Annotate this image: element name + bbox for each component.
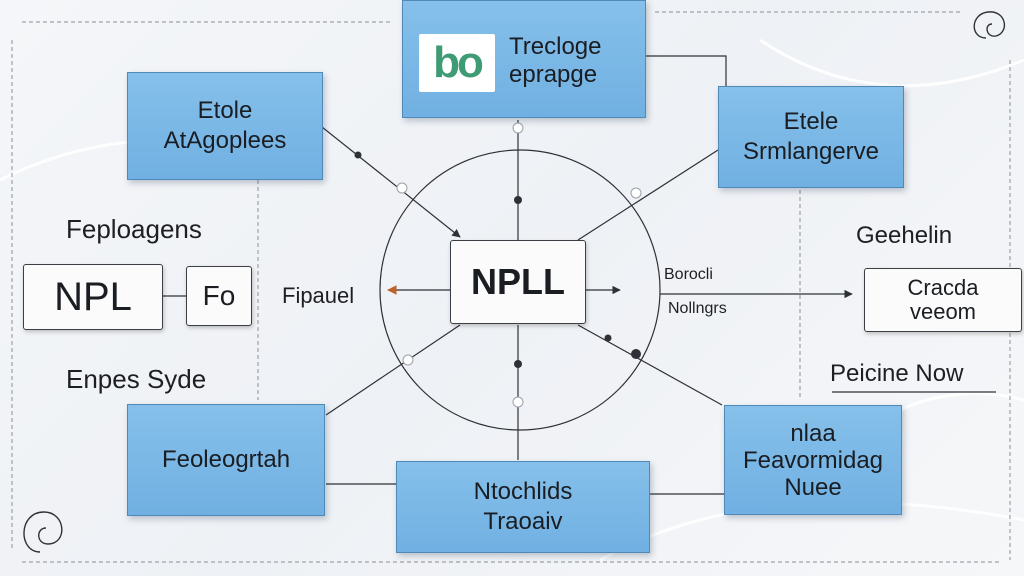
top-right-box-line-2: Srmlangerve — [742, 138, 880, 165]
top-right-box-line-1: Etele — [783, 108, 839, 135]
middle-right-label-bottom: Nollngrs — [668, 300, 727, 317]
bottom-left-box-line-1: Feoleogrtah — [161, 446, 291, 473]
top-left-box[interactable]: Etole AtAgoplees — [127, 72, 323, 180]
top-center-box-line-1: Trecloge — [509, 33, 602, 60]
middle-left-label: Fipauel — [282, 283, 355, 308]
bottom-center-box[interactable]: Ntochlids Traoaiv — [396, 461, 650, 553]
right-panel-heading: Geehelin — [856, 222, 953, 249]
brand-logo: bo — [419, 34, 495, 92]
right-panel-footer: Peicine Now — [830, 360, 964, 387]
swirl-top-right — [973, 11, 1006, 39]
center-node[interactable]: NPLL — [450, 240, 586, 324]
bottom-right-box-line-2: Feavormidag — [742, 446, 884, 474]
right-panel-box-line-1: Cracda — [907, 275, 979, 300]
top-left-box-line-2: AtAgoplees — [163, 127, 287, 154]
right-panel-box-line-2: veeom — [909, 299, 977, 324]
npl-box-label: NPL — [54, 274, 132, 319]
bottom-right-box[interactable]: nlaa Feavormidag Nuee — [724, 405, 902, 515]
bottom-left-box[interactable]: Feoleogrtah — [127, 404, 325, 516]
swirl-bottom-left — [23, 511, 63, 553]
hub-nodes — [354, 122, 642, 408]
right-panel-box[interactable]: Cracda veeom — [864, 268, 1022, 332]
fo-box-label: Fo — [202, 280, 236, 311]
top-center-box-line-2: eprapge — [509, 61, 598, 88]
top-left-box-line-1: Etole — [197, 97, 253, 124]
top-center-box-text: Trecloge eprapge — [509, 33, 601, 89]
bottom-right-box-line-3: Nuee — [784, 473, 842, 501]
fo-box[interactable]: Fo — [186, 266, 252, 326]
hub-circle — [379, 149, 661, 431]
top-right-box[interactable]: Etele Srmlangerve — [718, 86, 904, 188]
bottom-center-box-line-2: Traoaiv — [483, 508, 563, 535]
middle-right-label-top: Borocli — [664, 266, 713, 283]
left-panel-caption: Enpes Syde — [66, 364, 207, 394]
top-center-box[interactable]: bo Trecloge eprapge — [402, 0, 646, 118]
left-panel-heading: Feploagens — [66, 214, 202, 244]
npl-box[interactable]: NPL — [23, 264, 163, 330]
bottom-center-box-line-1: Ntochlids — [473, 478, 573, 505]
brand-logo-text: bo — [433, 38, 484, 87]
center-node-label: NPLL — [471, 261, 565, 302]
bottom-right-box-line-1: nlaa — [790, 419, 836, 447]
dashed-frame — [11, 11, 1011, 563]
